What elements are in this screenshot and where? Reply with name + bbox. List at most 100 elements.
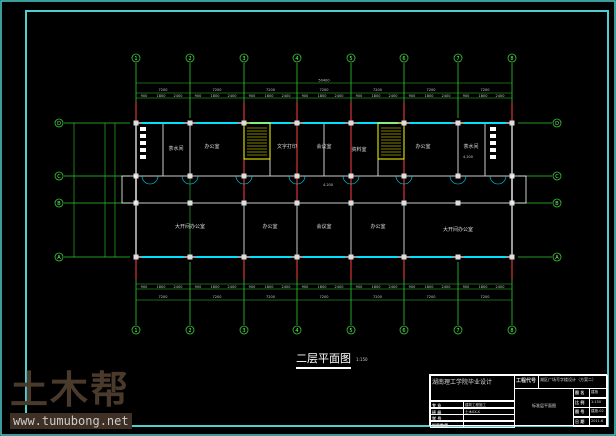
bay-dimension: 7200 — [159, 295, 168, 299]
axis-label: 4 — [295, 56, 298, 62]
project-code: 工程代号 — [514, 375, 539, 389]
sub-dimension: 900 — [195, 94, 202, 98]
axis-label: 7 — [456, 328, 459, 334]
axis-label: B — [555, 201, 559, 207]
sub-dimension: 900 — [302, 94, 309, 98]
bay-dimension: 7200 — [427, 88, 436, 92]
door-swing — [141, 175, 159, 185]
column — [241, 200, 247, 206]
column — [187, 173, 193, 179]
column — [241, 254, 247, 260]
sub-dimension: 2400 — [389, 285, 398, 289]
tb-right-label: 图 名 — [573, 388, 590, 398]
sub-dimension: 1800 — [372, 94, 381, 98]
door-swing — [342, 175, 360, 185]
column — [241, 120, 247, 126]
door-swing — [449, 175, 467, 185]
sub-dimension: 900 — [463, 285, 470, 289]
stair — [243, 122, 271, 160]
axis-bubble — [185, 325, 195, 335]
axis-bubble — [54, 252, 64, 262]
axis-bubble — [552, 198, 562, 208]
room-label: 大开间办公室 — [175, 223, 205, 230]
room-label: 茶水间 — [168, 145, 183, 152]
column — [401, 254, 407, 260]
axis-label: A — [555, 255, 559, 261]
axis-bubble — [453, 53, 463, 63]
axis-label: 7 — [456, 56, 459, 62]
bay-dimension: 7200 — [320, 88, 329, 92]
tb-right-value: 2011.6 — [589, 416, 608, 427]
axis-label: A — [57, 255, 61, 261]
column — [401, 173, 407, 179]
column — [348, 173, 354, 179]
sub-dimension: 900 — [195, 285, 202, 289]
tb-right-value: 建施-02 — [589, 407, 608, 417]
axis-bubble — [54, 171, 64, 181]
sub-dimension: 1800 — [265, 94, 274, 98]
axis-bubble — [507, 325, 517, 335]
axis-bubble — [239, 53, 249, 63]
bay-dimension: 7200 — [481, 295, 490, 299]
bay-dimension: 7200 — [266, 295, 275, 299]
axis-bubble — [54, 118, 64, 128]
sub-dimension: 2400 — [174, 94, 183, 98]
column — [455, 173, 461, 179]
sub-dimension: 900 — [356, 94, 363, 98]
toilet-fixture — [140, 141, 146, 145]
bay-dimension: 7200 — [213, 295, 222, 299]
axis-bubble — [552, 171, 562, 181]
sub-dimension: 900 — [249, 94, 256, 98]
axis-bubble — [185, 53, 195, 63]
sub-dimension: 2400 — [496, 285, 505, 289]
sub-dimension: 2400 — [174, 285, 183, 289]
sub-dimension: 900 — [141, 285, 148, 289]
watermark-logo: 土木帮 — [10, 368, 131, 412]
axis-label: 1 — [134, 56, 137, 62]
sub-dimension: 900 — [356, 285, 363, 289]
drawing-scale: 1:150 — [356, 357, 368, 362]
toilet-fixture — [490, 134, 496, 138]
sub-dimension: 1800 — [318, 285, 327, 289]
sub-dimension: 1800 — [318, 94, 327, 98]
sub-dimension: 900 — [302, 285, 309, 289]
sub-dimension: 1800 — [157, 285, 166, 289]
axis-label: 5 — [349, 56, 352, 62]
drawing-name: 标准层平面图 — [514, 388, 574, 426]
sub-dimension: 1800 — [479, 94, 488, 98]
column — [509, 254, 515, 260]
sub-dimension: 1800 — [211, 285, 220, 289]
column — [348, 254, 354, 260]
tb-right-value: 建施 — [589, 388, 608, 398]
column — [241, 173, 247, 179]
column — [509, 120, 515, 126]
axis-label: 8 — [510, 328, 513, 334]
axis-bubble — [131, 53, 141, 63]
column — [348, 200, 354, 206]
room-label: 茶水间 — [463, 143, 478, 150]
sub-dimension: 1800 — [265, 285, 274, 289]
sub-dimension: 2400 — [389, 94, 398, 98]
entrance — [511, 175, 527, 204]
watermark-url: www.tumubong.net — [10, 413, 132, 429]
entrance — [121, 175, 137, 204]
room-label: 大开间办公室 — [443, 226, 473, 233]
axis-bubble — [552, 118, 562, 128]
toilet-fixture — [140, 127, 146, 131]
room-label: 办公室 — [262, 223, 277, 230]
axis-label: D — [555, 121, 559, 127]
tb-left-value — [463, 420, 515, 428]
stair — [377, 122, 405, 160]
sub-dimension: 1800 — [425, 285, 434, 289]
axis-bubble — [552, 252, 562, 262]
sub-dimension: 1800 — [211, 94, 220, 98]
toilet-fixture — [490, 155, 496, 159]
room-label: 办公室 — [204, 143, 219, 150]
sub-dimension: 2400 — [335, 94, 344, 98]
room-label: 文字打印 — [277, 143, 297, 150]
axis-label: 5 — [349, 328, 352, 334]
column — [133, 120, 139, 126]
